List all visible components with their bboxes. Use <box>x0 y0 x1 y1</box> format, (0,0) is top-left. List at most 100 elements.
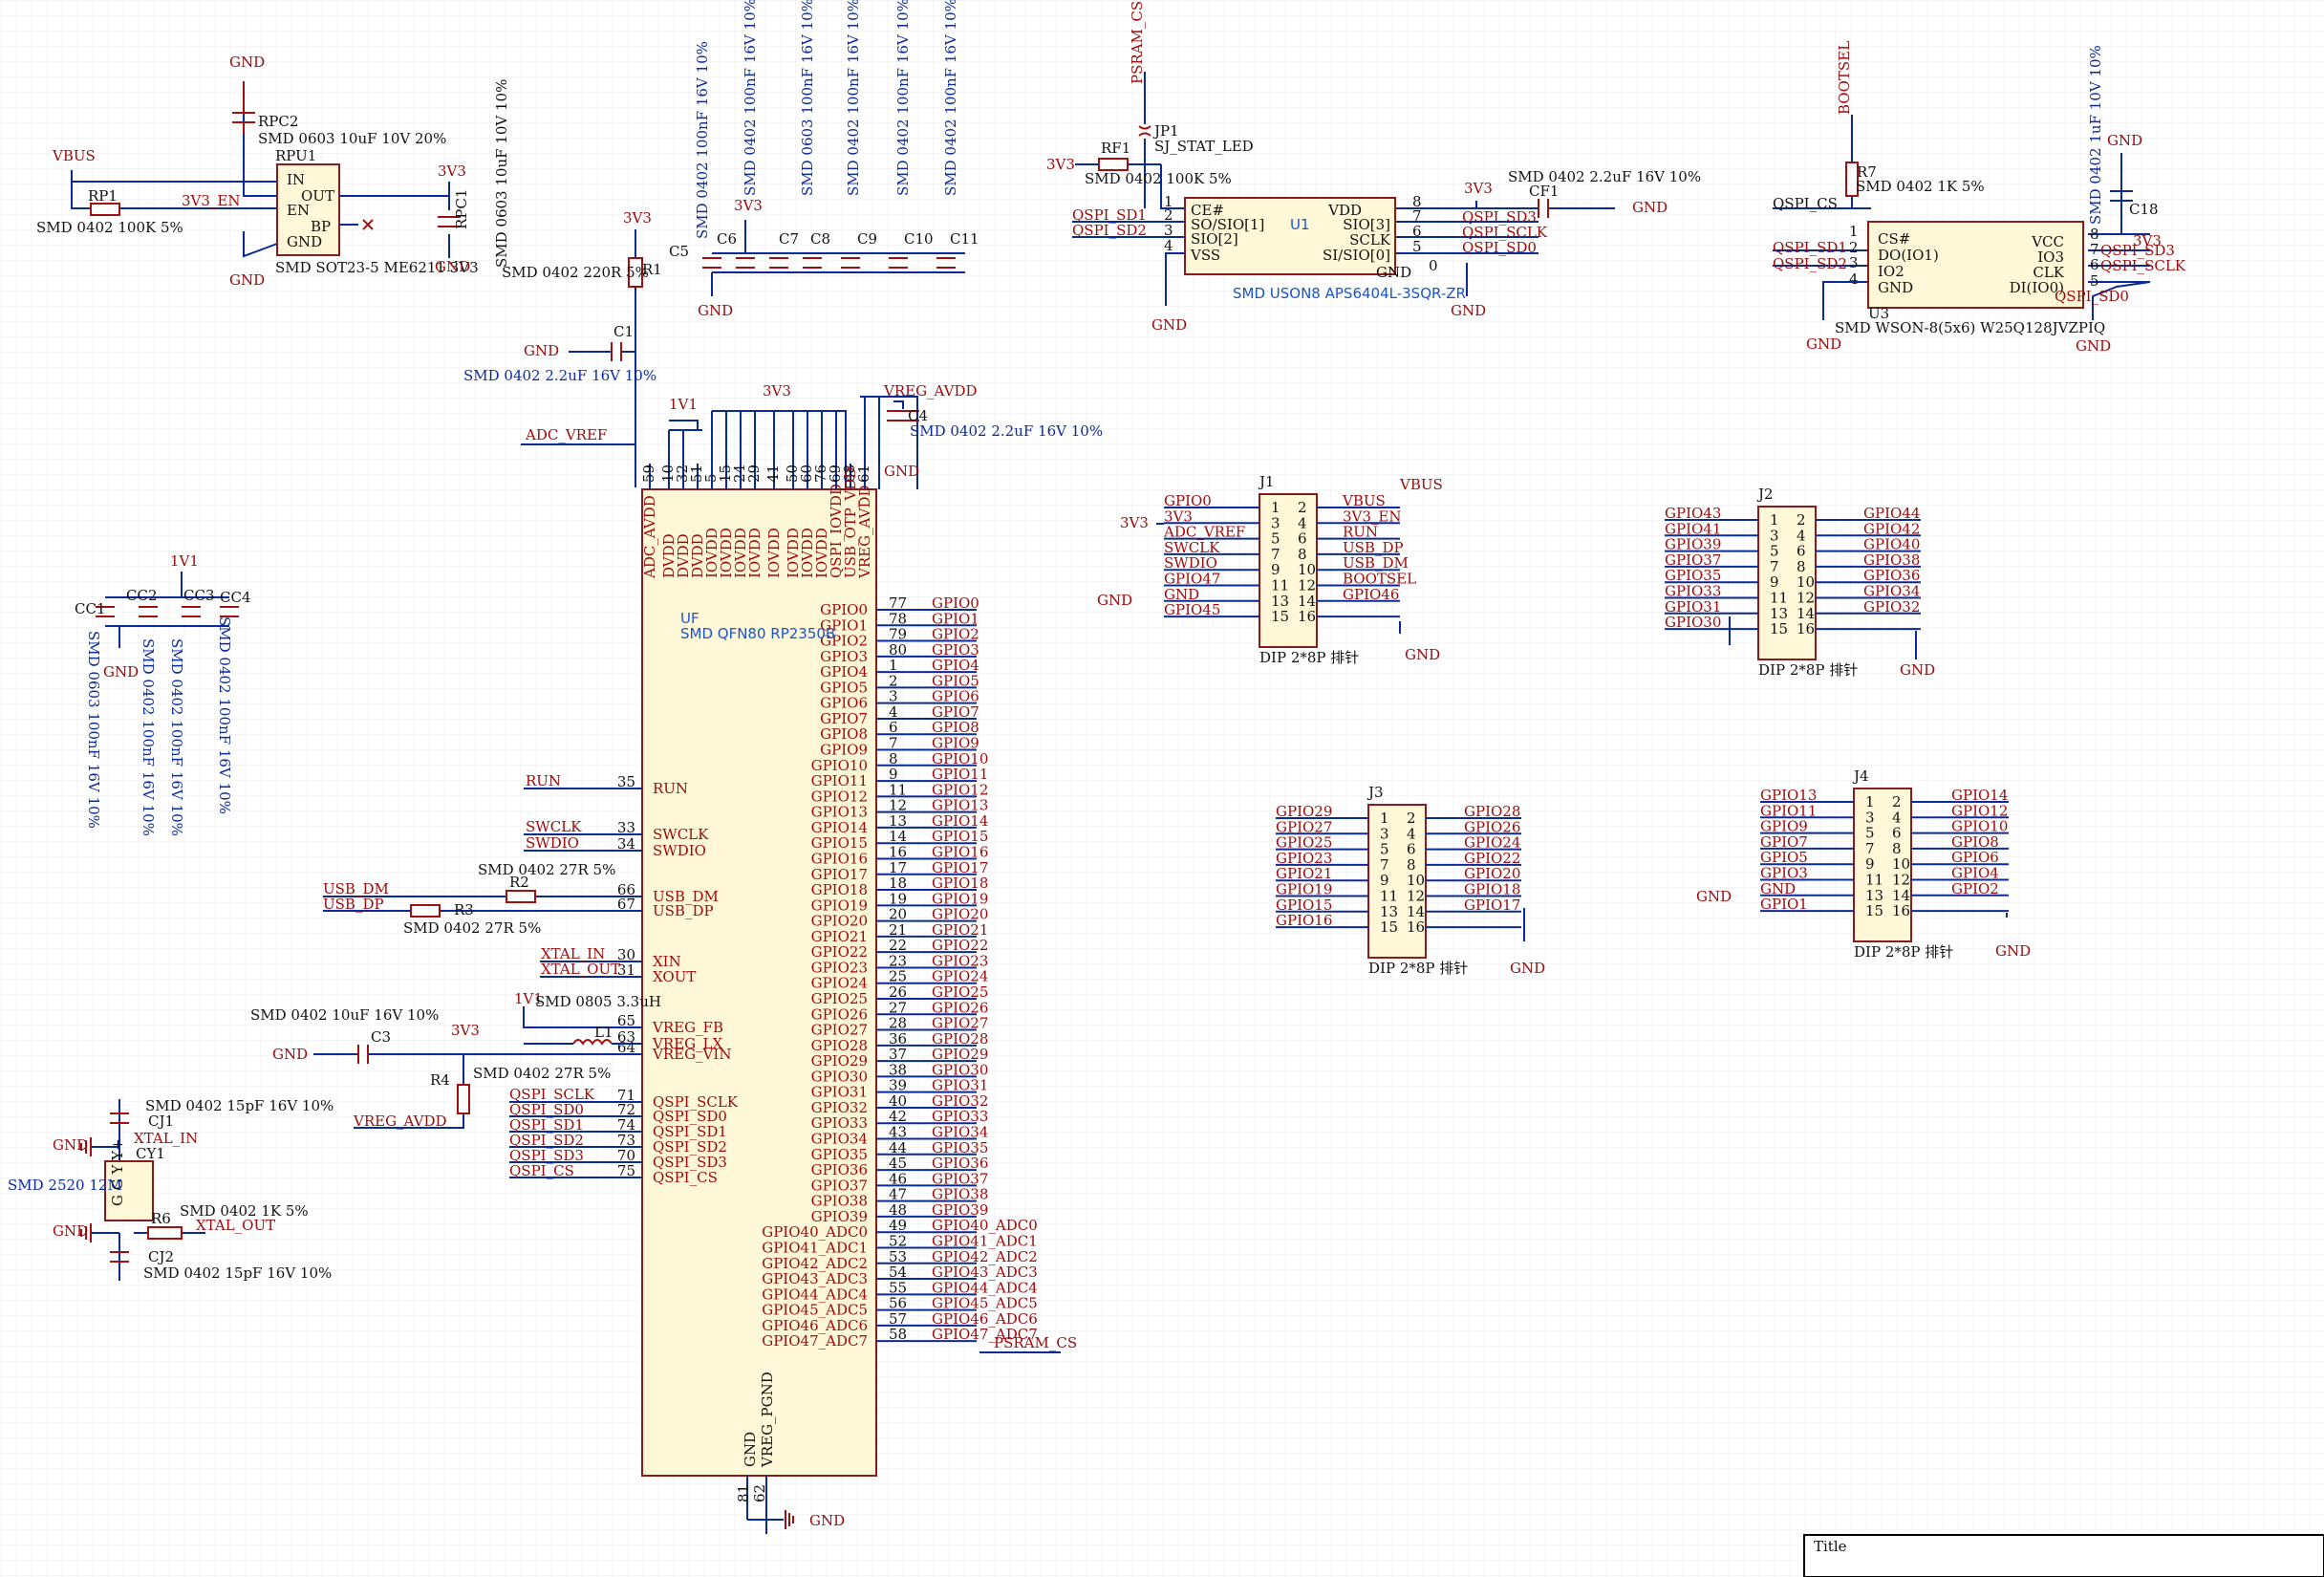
header-pin-odd: 15 <box>1770 620 1788 637</box>
psram-pin8-name: VDD <box>1327 202 1362 219</box>
c6-ref: C6 <box>717 230 737 248</box>
mcu-right-pin-number: 27 <box>889 999 907 1016</box>
mcu-right-pin-name: GPIO9 <box>820 742 868 759</box>
adc-vref-filter[interactable]: 3V3 R1 SMD 0402 220R 5% C1 SMD 0402 2.2u… <box>463 209 662 487</box>
mcu-right-net-label: GPIO35 <box>932 1139 988 1156</box>
xtal-in-net: XTAL_IN <box>541 945 605 962</box>
cc2-ref: CC2 <box>126 587 158 604</box>
header-right-net: GPIO24 <box>1464 834 1520 852</box>
rp1-ref: RP1 <box>88 187 118 205</box>
mcu-qspi-sd2: QSPI_SD2 <box>509 1132 584 1149</box>
mcu-right-pin-name: GPIO32 <box>811 1099 868 1116</box>
mcu-right-pin-number: 42 <box>889 1108 907 1125</box>
mcu-1v1: 1V1 <box>669 396 698 413</box>
j4-gnd-sym: GND <box>1995 942 2031 960</box>
mcu-top-pin-number: 59 <box>640 464 657 483</box>
flash-pin8-num: 8 <box>2090 226 2099 243</box>
header-body[interactable] <box>1367 804 1427 959</box>
ldo-pin-in: IN <box>287 171 305 188</box>
cc-gnd: GND <box>103 663 139 680</box>
mcu-right-pin-name: GPIO24 <box>811 975 868 992</box>
mcu-right-pin-name: GPIO33 <box>811 1114 868 1132</box>
cc-1v1: 1V1 <box>170 552 199 570</box>
header-pin-even: 16 <box>1407 918 1425 936</box>
mcu-right-net-label: GPIO23 <box>932 952 988 969</box>
title-block[interactable]: Title <box>1803 1534 2324 1577</box>
mcu-right-pin-number: 20 <box>889 906 907 923</box>
mcu-right-net-label: GPIO46_ADC6 <box>932 1310 1038 1328</box>
mcu-right-pin-name: GPIO0 <box>820 601 868 618</box>
mcu-right-net-label: GPIO43_ADC3 <box>932 1264 1038 1281</box>
psram-pin1-num: 1 <box>1164 193 1173 210</box>
r7-ref: R7 <box>1857 163 1877 181</box>
mcu-block[interactable]: 1V1 3V3 VREG_AVDD C4 SMD 0402 2.2uF 16V … <box>617 382 1103 1534</box>
cap-bank[interactable]: C5 3V3 GND C6 C7 C8 C9 C10 C11 SMD 0402 … <box>669 0 979 319</box>
run-net: RUN <box>526 772 561 789</box>
flash-pin1-num: 1 <box>1849 223 1859 240</box>
mcu-left-pin-name: QSPI_CS <box>653 1169 718 1186</box>
mcu-left-nets[interactable]: RUN SWCLK SWDIO SMD 0402 27R 5% R2 USB_D… <box>250 772 661 1179</box>
r4-3v3: 3V3 <box>451 1022 480 1039</box>
c8-ref: C8 <box>810 230 830 248</box>
header-pin-even: 6 <box>1407 841 1416 858</box>
cf1-desc: SMD 0402 2.2uF 16V 10% <box>1508 168 1701 185</box>
cc-caps[interactable]: 1V1 GND CC1 CC2 CC3 CC4 SMD 0603 100nF 1… <box>75 552 251 836</box>
header-left-net: GPIO27 <box>1276 818 1332 835</box>
flash-body[interactable] <box>1867 221 2084 309</box>
mcu-right-pin-number: 36 <box>889 1030 907 1048</box>
header-right-net: GPIO42 <box>1863 520 1920 537</box>
header-right-net: 3V3_EN <box>1343 508 1402 525</box>
psram-body[interactable] <box>1184 197 1396 275</box>
r6-desc: SMD 0402 1K 5% <box>180 1202 309 1220</box>
flash-block[interactable]: BOOTSEL R7 SMD 0402 1K 5% QSPI_CS QSPI_S… <box>1773 41 2186 355</box>
psram-sd2-net: QSPI_SD2 <box>1072 222 1147 239</box>
mcu-right-pin-name: GPIO37 <box>811 1177 868 1194</box>
r3-ref: R3 <box>454 901 474 918</box>
flash-sd3-net: QSPI_SD3 <box>2100 242 2175 259</box>
mcu-right-pin-name: GPIO19 <box>811 897 868 914</box>
mcu-top-pin-number: 68 <box>841 464 858 483</box>
mcu-right-net-label: GPIO28 <box>932 1030 988 1048</box>
mcu-right-pin-name: GPIO35 <box>811 1146 868 1163</box>
mcu-right-net-label: GPIO7 <box>932 703 979 721</box>
rpc2-ref: RPC2 <box>258 113 298 130</box>
crystal-block[interactable]: SMD 0402 15pF 16V 10% CJ1 XTAL_IN CY1 G … <box>8 1097 334 1282</box>
mcu-right-pin-name: GPIO34 <box>811 1131 868 1148</box>
header-left-net: GPIO0 <box>1164 492 1212 509</box>
mcu-right-pin-number: 46 <box>889 1170 907 1187</box>
flash-sd2-net: QSPI_SD2 <box>1773 255 1847 272</box>
mcu-left-pin-number: 75 <box>617 1162 635 1179</box>
ldo-block[interactable]: GND RPC2 SMD 0603 10uF 10V 20% RPU1 IN O… <box>36 54 510 289</box>
mcu-body[interactable] <box>641 488 877 1477</box>
mcu-right-pin-name: GPIO47_ADC7 <box>762 1332 868 1350</box>
mcu-right-pin-number: 28 <box>889 1015 907 1032</box>
mcu-right-net-label: GPIO25 <box>932 983 988 1001</box>
header-pin-odd: 7 <box>1271 546 1280 563</box>
mcu-top-pin-number: 10 <box>659 464 677 483</box>
j4-gnd-tag: GND <box>1696 888 1732 905</box>
mcu-top-pin-name: ADC_AVDD <box>641 495 658 579</box>
mcu-right-net-label: GPIO45_ADC5 <box>932 1295 1038 1312</box>
psram-pin4-num: 4 <box>1164 237 1173 254</box>
ldo-body[interactable] <box>276 163 340 256</box>
mcu-left-pin-number: 34 <box>617 835 635 853</box>
header-pin-even: 12 <box>1797 590 1815 607</box>
header-body[interactable] <box>1853 788 1912 942</box>
crystal-body[interactable] <box>104 1160 154 1221</box>
mcu-qspi-sd1: QSPI_SD1 <box>509 1116 584 1134</box>
cf1-gnd: GND <box>1632 199 1668 216</box>
psram-gnd-sym: GND <box>1451 302 1486 319</box>
mcu-right-net-label: GPIO13 <box>932 797 988 814</box>
header-pin-even: 8 <box>1797 558 1806 575</box>
header-pin-even: 10 <box>1298 561 1316 578</box>
mcu-left-pin-number: 31 <box>617 961 635 979</box>
cj1-desc: SMD 0402 15pF 16V 10% <box>145 1097 334 1114</box>
header-left-net: GND <box>1760 880 1796 897</box>
cy1-pins: G G Y Y+ <box>109 1138 126 1206</box>
psram-block[interactable]: PSRAM_CS JP1 SJ_STAT_LED 3V3 RF1 SMD 040… <box>1046 1 1701 334</box>
